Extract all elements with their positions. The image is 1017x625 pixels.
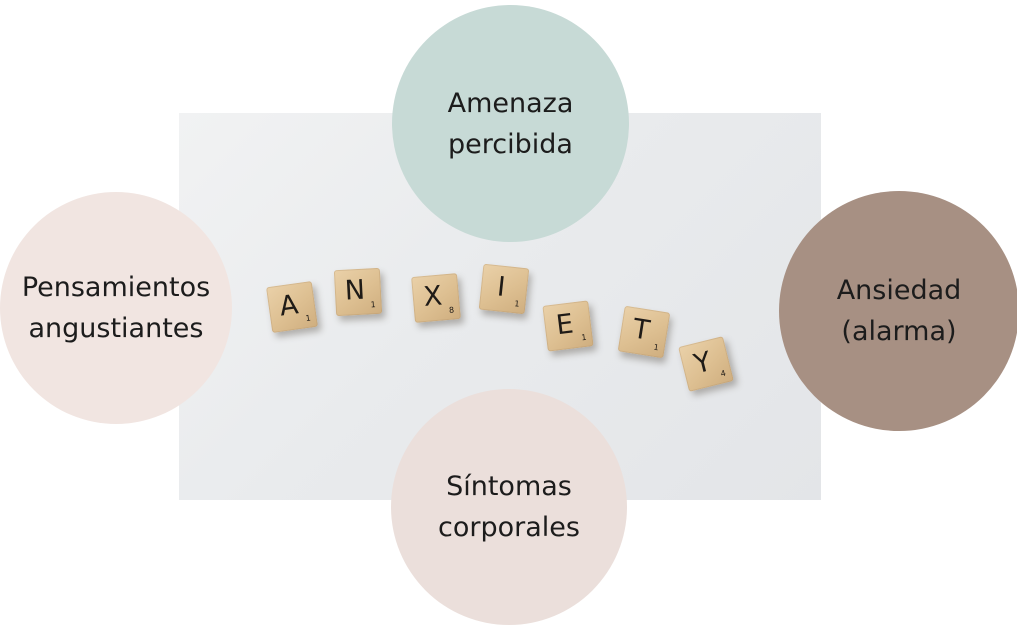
anxiety-alarm-label: Ansiedad (alarma) — [836, 275, 962, 347]
scrabble-tile-e: E 1 — [542, 300, 594, 352]
tile-score: 1 — [513, 299, 520, 309]
tile-score: 1 — [580, 332, 588, 343]
scrabble-tile-n: N 1 — [333, 267, 383, 317]
scrabble-tile-x: X 8 — [411, 273, 461, 323]
distressing-thoughts-circle: Pensamientos angustiantes — [0, 192, 232, 424]
tile-score: 1 — [370, 300, 376, 310]
scrabble-tile-a: A 1 — [266, 281, 318, 333]
scrabble-tile-y: Y 4 — [678, 336, 734, 392]
distressing-thoughts-label: Pensamientos angustiantes — [21, 272, 211, 344]
tile-score: 1 — [652, 342, 660, 353]
tile-letter: X — [422, 280, 444, 314]
perceived-threat-circle: Amenaza percibida — [392, 5, 629, 242]
tile-score: 4 — [719, 368, 727, 379]
anxiety-alarm-circle: Ansiedad (alarma) — [779, 191, 1017, 431]
scrabble-tile-t: T 1 — [617, 305, 671, 359]
body-symptoms-circle: Síntomas corporales — [391, 389, 627, 625]
body-symptoms-label: Síntomas corporales — [438, 471, 580, 543]
scrabble-tile-i: I 1 — [478, 263, 530, 315]
tile-score: 1 — [305, 313, 312, 324]
perceived-threat-label: Amenaza percibida — [447, 87, 574, 160]
tile-letter: E — [554, 308, 576, 342]
tile-score: 8 — [448, 305, 455, 315]
tile-letter: A — [277, 289, 301, 323]
tile-letter: Y — [690, 346, 715, 381]
